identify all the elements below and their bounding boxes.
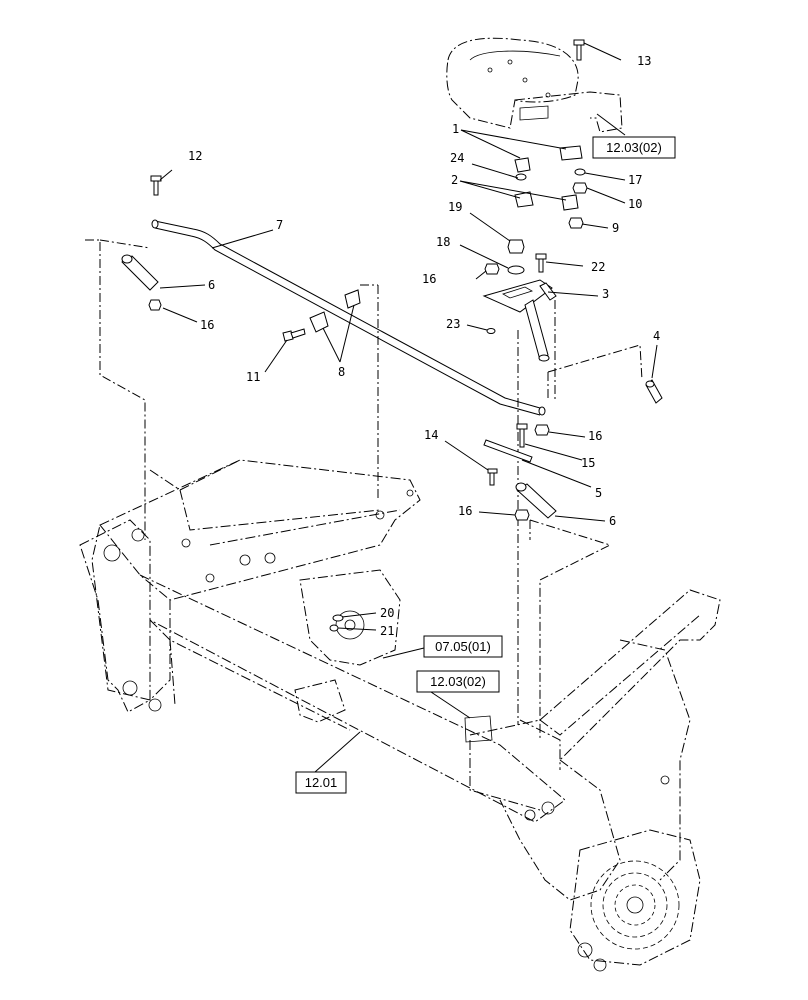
callout-17: 17 [628, 173, 642, 187]
reference-box-07-05-01[interactable]: 07.05(01) [423, 635, 503, 658]
reference-label: 07.05(01) [435, 639, 491, 654]
callout-5: 5 [595, 486, 602, 500]
callout-19: 19 [448, 200, 462, 214]
reference-label: 12.03(02) [606, 140, 662, 155]
callout-4: 4 [653, 329, 660, 343]
callout-16-d: 16 [458, 504, 472, 518]
callout-2: 2 [451, 173, 458, 187]
callout-14: 14 [424, 428, 438, 442]
callout-1: 1 [452, 122, 459, 136]
callout-21: 21 [380, 624, 394, 638]
callout-6-left: 6 [208, 278, 215, 292]
callout-16-c: 16 [588, 429, 602, 443]
reference-box-12-03-02-top[interactable]: 12.03(02) [592, 136, 676, 159]
chassis-frame [79, 459, 721, 972]
callout-22: 22 [591, 260, 605, 274]
seat-assembly [446, 37, 623, 133]
callout-11: 11 [246, 370, 260, 384]
phantom-outlines [85, 239, 643, 740]
leader-lines [159, 42, 658, 773]
callout-13: 13 [637, 54, 651, 68]
callout-8: 8 [338, 365, 345, 379]
reference-box-12-01[interactable]: 12.01 [295, 771, 347, 794]
callout-10: 10 [628, 197, 642, 211]
callout-7: 7 [276, 218, 283, 232]
callout-9: 9 [612, 221, 619, 235]
callout-15: 15 [581, 456, 595, 470]
callout-16-a: 16 [422, 272, 436, 286]
callout-18: 18 [436, 235, 450, 249]
rod-part-7 [151, 219, 546, 416]
reference-label: 12.01 [305, 775, 338, 790]
callout-24: 24 [450, 151, 464, 165]
hardware-parts [121, 39, 663, 632]
callout-16-b: 16 [200, 318, 214, 332]
reference-boxes: 12.03(02) 07.05(01) 12.03(02) 12.01 [295, 136, 676, 794]
callout-numbers: 1 2 3 4 5 6 6 7 8 9 10 11 12 13 14 15 16… [188, 54, 660, 638]
callout-12: 12 [188, 149, 202, 163]
reference-box-12-03-02-bottom[interactable]: 12.03(02) [416, 670, 500, 693]
callout-20: 20 [380, 606, 394, 620]
reference-label: 12.03(02) [430, 674, 486, 689]
callout-3: 3 [602, 287, 609, 301]
callout-23: 23 [446, 317, 460, 331]
callout-6-right: 6 [609, 514, 616, 528]
